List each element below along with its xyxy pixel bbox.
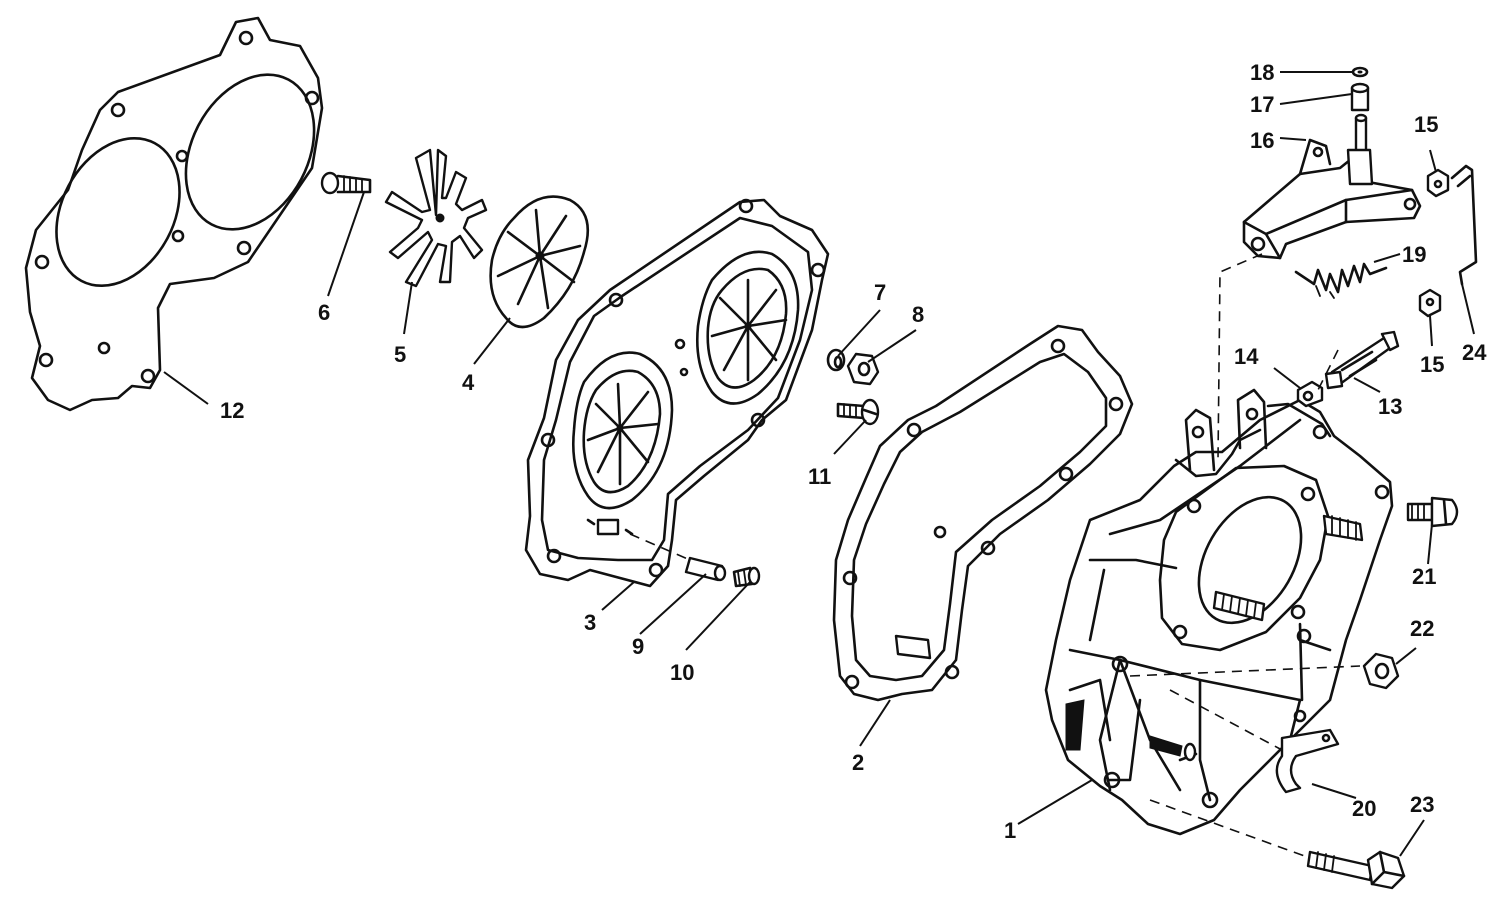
part-21-bolt: [1406, 496, 1459, 528]
callout-3: 3: [584, 610, 596, 635]
callout-labels: 1 2 3 4 5 6 7 8 9 10 11 12 13 14 15 15 1…: [220, 60, 1487, 843]
part-23-bolt: [1306, 850, 1406, 890]
callout-6: 6: [318, 300, 330, 325]
callout-16: 16: [1250, 128, 1274, 153]
callout-7: 7: [874, 280, 886, 305]
part-2-gasket: [832, 324, 1134, 702]
alignment-lines: [629, 253, 1361, 859]
part-16-lever: [1242, 113, 1422, 260]
part-9-pin: [684, 556, 727, 582]
callout-18: 18: [1250, 60, 1274, 85]
part-12-gasket: [24, 16, 324, 412]
callout-15-upper: 15: [1414, 112, 1438, 137]
part-19-spring: [1294, 262, 1388, 299]
part-13-adjusting-screw: [1324, 330, 1400, 390]
callout-13: 13: [1378, 394, 1402, 419]
part-10-screw: [732, 566, 761, 588]
part-7-lock-washer: [826, 348, 846, 372]
callout-22: 22: [1410, 616, 1434, 641]
callout-20: 20: [1352, 796, 1376, 821]
callout-23: 23: [1410, 792, 1434, 817]
part-11-screw: [836, 398, 880, 426]
callout-15-lower: 15: [1420, 352, 1444, 377]
callout-10: 10: [670, 660, 694, 685]
callout-19: 19: [1402, 242, 1426, 267]
part-15-nut-upper: [1426, 168, 1450, 198]
part-14-bushing: [1296, 380, 1324, 408]
callout-12: 12: [220, 398, 244, 423]
callout-17: 17: [1250, 92, 1274, 117]
part-4-impeller-plate: [489, 195, 590, 329]
part-22-nut: [1362, 652, 1400, 690]
callout-8: 8: [912, 302, 924, 327]
callout-24: 24: [1462, 340, 1487, 365]
part-20-clamp: [1275, 728, 1340, 794]
callout-11: 11: [808, 464, 831, 489]
callout-5: 5: [394, 342, 406, 367]
part-6-screw: [320, 171, 372, 195]
part-1-housing: [1044, 388, 1394, 836]
part-15-nut-lower: [1418, 288, 1442, 318]
callout-1: 1: [1004, 818, 1016, 843]
callout-9: 9: [632, 634, 644, 659]
callout-21: 21: [1412, 564, 1436, 589]
part-18-washer: [1351, 66, 1369, 78]
part-3-pump-body: [524, 198, 830, 588]
leader-lines: [163, 71, 1475, 857]
callout-2: 2: [852, 750, 864, 775]
part-24-link-rod: [1450, 164, 1478, 286]
part-17-sleeve: [1350, 82, 1370, 112]
callout-14: 14: [1234, 344, 1259, 369]
part-5-impeller: [384, 148, 488, 288]
callout-4: 4: [462, 370, 475, 395]
